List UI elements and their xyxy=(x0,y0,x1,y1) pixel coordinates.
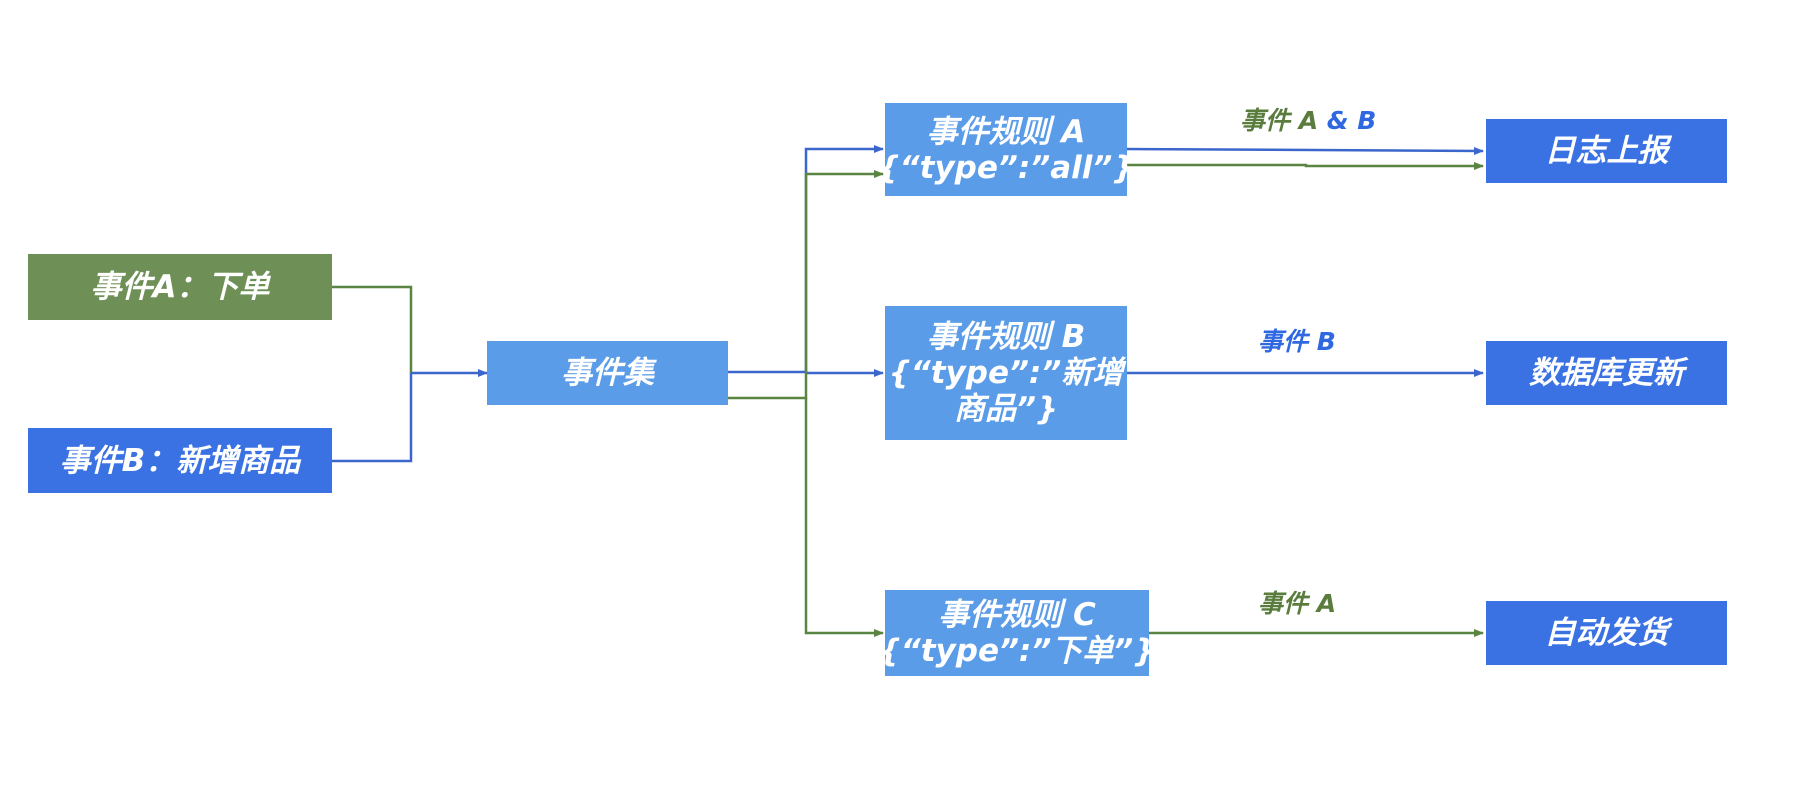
rule-b-filter-cont: 商品”} xyxy=(953,391,1059,427)
edge-event-set-to-rule-c xyxy=(804,398,884,637)
rule-a-node: 事件规则 A {“type”:”all”} xyxy=(878,103,1134,196)
edge-label-rule-c-text: 事件 A xyxy=(1258,589,1337,618)
log-report-node: 日志上报 xyxy=(1486,119,1727,183)
edge-event-b-to-merge xyxy=(331,373,413,463)
edge-rule-a-to-log-green xyxy=(1126,162,1484,170)
db-update-node: 数据库更新 xyxy=(1486,341,1727,405)
event-b-label: 事件B：新增商品 xyxy=(59,442,301,479)
edge-rule-a-to-log-blue xyxy=(1125,146,1484,155)
rule-b-node: 事件规则 B {“type”:”新增 商品”} xyxy=(885,306,1127,440)
edge-event-set-to-rule-a-green xyxy=(728,170,884,400)
rule-a-filter: {“type”:”all”} xyxy=(877,149,1135,186)
event-set-node: 事件集 xyxy=(487,341,728,405)
event-b-node: 事件B：新增商品 xyxy=(28,428,332,493)
edge-label-rule-a-and-b: & B xyxy=(1318,106,1377,135)
auto-ship-label: 自动发货 xyxy=(1544,615,1669,651)
rule-c-title: 事件规则 C xyxy=(938,597,1096,633)
rule-a-title: 事件规则 A xyxy=(926,113,1086,150)
edge-label-rule-c: 事件 A xyxy=(1258,589,1336,619)
edge-label-rule-b: 事件 B xyxy=(1258,327,1336,357)
auto-ship-node: 自动发货 xyxy=(1486,601,1727,665)
event-set-label: 事件集 xyxy=(561,355,654,391)
event-a-label: 事件A：下单 xyxy=(90,269,270,305)
rule-b-filter: {“type”:”新增 xyxy=(888,355,1124,391)
rule-b-title: 事件规则 B xyxy=(926,319,1086,355)
edge-label-rule-a-event-a: 事件 A xyxy=(1240,106,1319,135)
db-update-label: 数据库更新 xyxy=(1529,355,1684,391)
edge-event-a-to-merge xyxy=(331,285,413,373)
rule-c-filter: {“type”:”下单”} xyxy=(878,633,1156,669)
edge-label-rule-b-text: 事件 B xyxy=(1258,327,1336,356)
edge-label-rule-a: 事件 A & B xyxy=(1240,106,1376,136)
rule-c-node: 事件规则 C {“type”:”下单”} xyxy=(879,590,1155,676)
event-a-node: 事件A：下单 xyxy=(28,254,332,320)
log-report-label: 日志上报 xyxy=(1544,133,1669,169)
